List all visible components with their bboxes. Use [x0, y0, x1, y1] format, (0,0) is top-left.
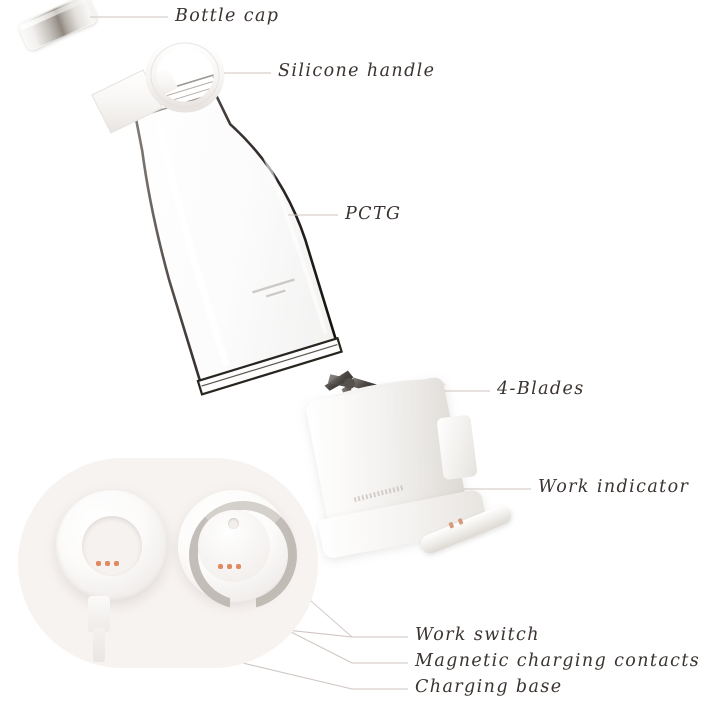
label-pctg: PCTG	[345, 204, 402, 224]
label-4-blades: 4-Blades	[497, 379, 585, 399]
charging-base-part	[18, 458, 318, 668]
work-switch-button[interactable]	[228, 518, 239, 529]
label-work-indicator: Work indicator	[538, 477, 690, 497]
label-magnetic-charging-contacts: Magnetic charging contacts	[415, 651, 701, 671]
charging-ring-hole	[82, 516, 142, 576]
charging-cable-plug	[93, 628, 105, 662]
charging-disc-pad	[178, 490, 297, 609]
bottle-cap-highlight	[19, 0, 88, 31]
bottle-micro-text	[252, 278, 295, 298]
bottle-body-part	[126, 74, 343, 396]
charging-base-stem	[88, 596, 110, 632]
bottle-cap-part	[17, 0, 99, 53]
silicone-handle-part	[91, 37, 225, 134]
label-bottle-cap: Bottle cap	[175, 6, 280, 26]
magnetic-contacts-right	[218, 564, 241, 569]
charging-ring-pad	[56, 490, 168, 602]
magnetic-contacts-left	[96, 561, 119, 566]
label-work-switch: Work switch	[415, 625, 540, 645]
label-charging-base: Charging base	[415, 677, 563, 697]
motor-collar	[436, 414, 478, 481]
motor-base-part	[301, 371, 488, 560]
label-silicone-handle: Silicone handle	[278, 61, 436, 81]
